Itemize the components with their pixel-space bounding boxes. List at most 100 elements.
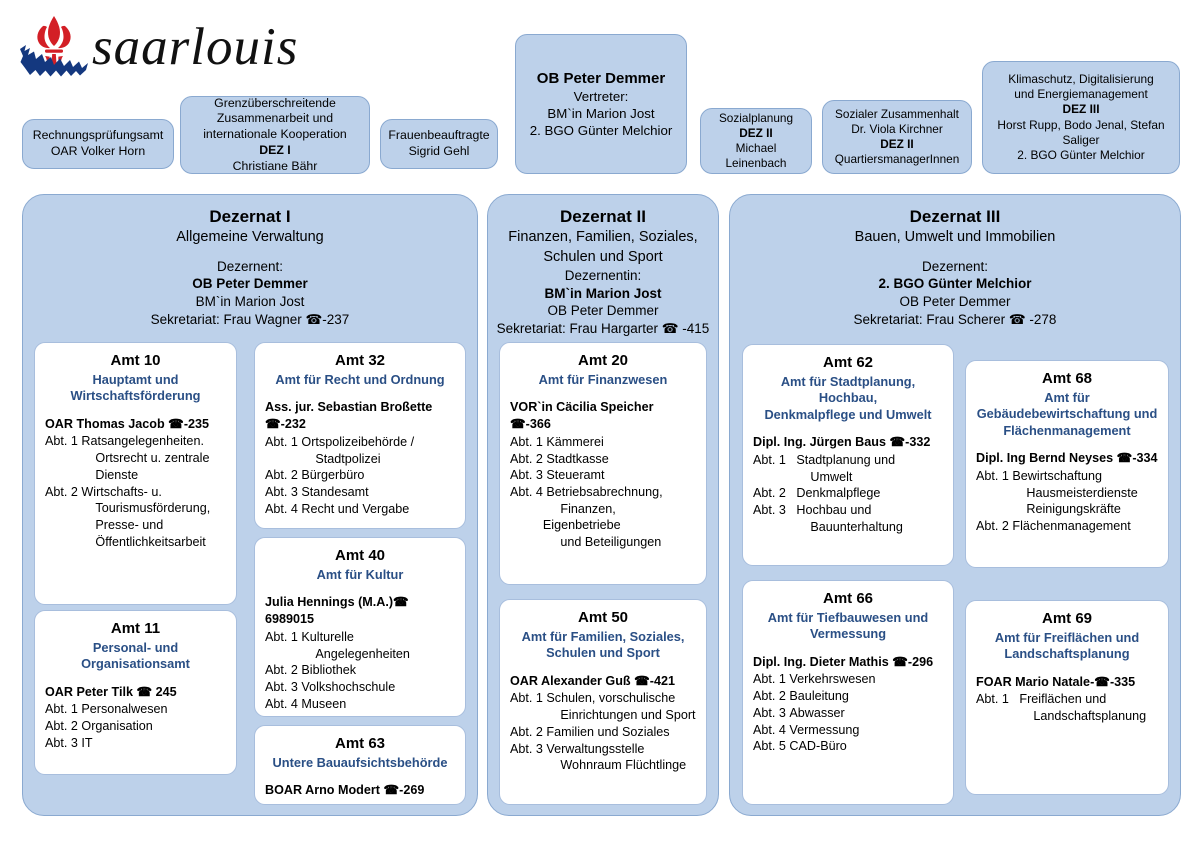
abteilung-value: Denkmalpflege bbox=[785, 486, 881, 501]
dezernat-person: BM`in Marion Jost bbox=[195, 294, 305, 310]
amt-40-box[interactable]: Amt 40 Amt für Kultur Julia Hennings (M.… bbox=[254, 537, 466, 717]
abteilung-key: Abt. 1 bbox=[45, 702, 78, 717]
dezernat-person: OB Peter Demmer bbox=[899, 294, 1011, 310]
abteilung-row: Abt. 5 CAD-Büro bbox=[753, 738, 943, 755]
abteilung-value: CAD-Büro bbox=[785, 739, 847, 754]
amt-63-box[interactable]: Amt 63 Untere Bauaufsichtsbehörde BOAR A… bbox=[254, 725, 466, 805]
amt-lead: OAR Peter Tilk ☎ 245 bbox=[45, 684, 177, 699]
abteilung-row: Abt. 2 Organisation bbox=[45, 718, 226, 735]
staff-line: Sozialplanung bbox=[718, 110, 794, 125]
staff-line: Zusammenarbeit und bbox=[216, 111, 334, 126]
abteilung-value: Bewirtschaftung Hausmeisterdienste Reini… bbox=[1008, 468, 1138, 517]
abteilung-value: Vermessung bbox=[785, 722, 860, 737]
dezernat-1-header: Dezernat I Allgemeine Verwaltung Dezerne… bbox=[23, 195, 477, 329]
abteilung-value: Recht und Vergabe bbox=[297, 501, 410, 516]
abteilung-row: Abt. 3 Abwasser bbox=[753, 705, 943, 722]
staff-line: Saliger bbox=[1062, 132, 1100, 147]
staff-line: Grenzüberschreitende bbox=[214, 95, 336, 110]
staff-line: Vertreter: bbox=[573, 89, 629, 105]
staff-box-ob-peter-demmer[interactable]: OB Peter Demmer Vertreter: BM`in Marion … bbox=[515, 34, 687, 174]
abteilung-row: Abt. 2 Denkmalpflege bbox=[753, 485, 943, 502]
staff-box-klimaschutz-digitalisierung[interactable]: Klimaschutz, Digitalisierung und Energie… bbox=[982, 61, 1180, 174]
abteilung-value: Betriebsabrechnung, Finanzen, Eigenbetri… bbox=[542, 484, 663, 550]
staff-line: Michael Leinenbach bbox=[725, 141, 787, 171]
staff-line: DEZ I bbox=[259, 142, 291, 157]
abteilung-row: Abt. 1 Ortspolizeibehörde / Stadtpolizei bbox=[265, 434, 455, 467]
amt-50-box[interactable]: Amt 50 Amt für Familien, Soziales,Schule… bbox=[499, 599, 707, 805]
amt-11-box[interactable]: Amt 11 Personal- und Organisationsamt OA… bbox=[34, 610, 237, 775]
abteilung-value: Verwaltungsstelle Wohnraum Flüchtlinge bbox=[542, 741, 687, 773]
dezernat-subtitle: Finanzen, Familien, Soziales, bbox=[508, 229, 698, 246]
amt-lead: BOAR Arno Modert ☎-269 bbox=[265, 783, 425, 798]
abteilung-value: Kämmerei bbox=[542, 434, 604, 449]
staff-line: DEZ II bbox=[739, 125, 773, 140]
staff-box-grenzueberschreitende-zusammenarbeit[interactable]: Grenzüberschreitende Zusammenarbeit und … bbox=[180, 96, 370, 174]
abteilung-key: Abt. 2 bbox=[45, 484, 78, 499]
abteilung-key: Abt. 3 bbox=[510, 468, 543, 483]
dezernat-role-label: Dezernent: bbox=[216, 258, 284, 274]
amt-lead: Ass. jur. Sebastian Broßette ☎-232 bbox=[265, 400, 433, 432]
amt-title: Amt 63 bbox=[334, 735, 386, 752]
abteilung-row: Abt. 2 Flächenmanagement bbox=[976, 518, 1158, 535]
dezernat-person: BM`in Marion Jost bbox=[544, 285, 662, 301]
abteilung-key: Abt. 1 bbox=[976, 468, 1009, 483]
staff-line: DEZ II bbox=[880, 137, 914, 151]
amt-title: Amt 62 bbox=[822, 354, 874, 371]
dezernat-role-label: Dezernentin: bbox=[564, 267, 642, 283]
abteilung-row: Abt. 3 Hochbau und Bauunterhaltung bbox=[753, 502, 943, 535]
abteilung-key: Abt. 3 bbox=[265, 484, 298, 499]
abteilung-row: Abt. 3 Volkshochschule bbox=[265, 679, 455, 696]
amt-lead: OAR Alexander Guß ☎-421 bbox=[510, 673, 675, 688]
abteilung-value: Bürgerbüro bbox=[297, 468, 365, 483]
amt-lead: VOR`in Cäcilia Speicher ☎-366 bbox=[510, 400, 654, 432]
abteilung-row: Abt. 2 Familien und Soziales bbox=[510, 724, 696, 741]
abteilung-value: Schulen, vorschulische Einrichtungen und… bbox=[542, 691, 696, 723]
abteilung-key: Abt. 1 bbox=[976, 692, 1009, 707]
staff-line: und Energiemanagement bbox=[1014, 87, 1148, 102]
abteilung-value: Personalwesen bbox=[77, 702, 168, 717]
abteilung-key: Abt. 2 bbox=[265, 663, 298, 678]
staff-line: 2. BGO Günter Melchior bbox=[529, 123, 673, 139]
amt-title: Amt 32 bbox=[334, 352, 386, 369]
staff-box-frauenbeauftragte[interactable]: Frauenbeauftragte Sigrid Gehl bbox=[380, 119, 498, 169]
dezernat-secretariat: Sekretariat: Frau Wagner ☎-237 bbox=[150, 312, 350, 327]
abteilung-key: Abt. 1 bbox=[45, 434, 78, 449]
staff-line: DEZ III bbox=[1062, 102, 1100, 117]
dezernat-2-header: Dezernat II Finanzen, Familien, Soziales… bbox=[488, 195, 718, 338]
abteilung-row: Abt. 3 Verwaltungsstelle Wohnraum Flücht… bbox=[510, 741, 696, 774]
amt-32-box[interactable]: Amt 32 Amt für Recht und Ordnung Ass. ju… bbox=[254, 342, 466, 529]
abteilung-value: Bibliothek bbox=[297, 663, 357, 678]
abteilung-key: Abt. 2 bbox=[753, 689, 786, 704]
abteilung-row: Abt. 1 Ratsangelegenheiten. Ortsrecht u.… bbox=[45, 433, 226, 483]
abteilung-key: Abt. 4 bbox=[753, 722, 786, 737]
dezernat-secretariat: Sekretariat: Frau Scherer ☎ -278 bbox=[853, 312, 1057, 327]
abteilung-value: Stadtplanung und Umwelt bbox=[785, 452, 896, 484]
abteilung-row: Abt. 1 Kämmerei bbox=[510, 434, 696, 451]
abteilung-row: Abt. 1 Personalwesen bbox=[45, 701, 226, 718]
abteilung-key: Abt. 1 bbox=[753, 672, 786, 687]
staff-box-rechnungspruefungsamt[interactable]: Rechnungsprüfungsamt OAR Volker Horn bbox=[22, 119, 174, 169]
staff-line: OAR Volker Horn bbox=[50, 144, 146, 158]
abteilung-key: Abt. 1 bbox=[510, 434, 543, 449]
staff-box-sozialer-zusammenhalt[interactable]: Sozialer Zusammenhalt Dr. Viola Kirchner… bbox=[822, 100, 972, 174]
abteilung-value: Flächenmanagement bbox=[1008, 519, 1131, 533]
staff-line: Sigrid Gehl bbox=[408, 144, 470, 158]
staff-line: Horst Rupp, Bodo Jenal, Stefan bbox=[997, 117, 1165, 132]
amt-lead: FOAR Mario Natale-☎-335 bbox=[976, 674, 1136, 689]
abteilung-value: Freiflächen und Landschaftsplanung bbox=[1008, 692, 1147, 724]
abteilung-value: IT bbox=[77, 735, 93, 750]
abteilung-row: Abt. 2 Wirtschafts- u. Tourismusförderun… bbox=[45, 484, 226, 551]
abteilung-value: Standesamt bbox=[297, 484, 369, 499]
staff-line: QuartiersmanagerInnen bbox=[834, 152, 960, 167]
abteilung-key: Abt. 2 bbox=[753, 486, 786, 501]
staff-box-sozialplanung[interactable]: Sozialplanung DEZ II Michael Leinenbach bbox=[700, 108, 812, 174]
amt-62-box[interactable]: Amt 62 Amt für Stadtplanung, Hochbau,Den… bbox=[742, 344, 954, 566]
amt-20-box[interactable]: Amt 20 Amt für Finanzwesen VOR`in Cäcili… bbox=[499, 342, 707, 585]
abteilung-key: Abt. 4 bbox=[265, 501, 298, 516]
abteilung-row: Abt. 2 Stadtkasse bbox=[510, 451, 696, 468]
